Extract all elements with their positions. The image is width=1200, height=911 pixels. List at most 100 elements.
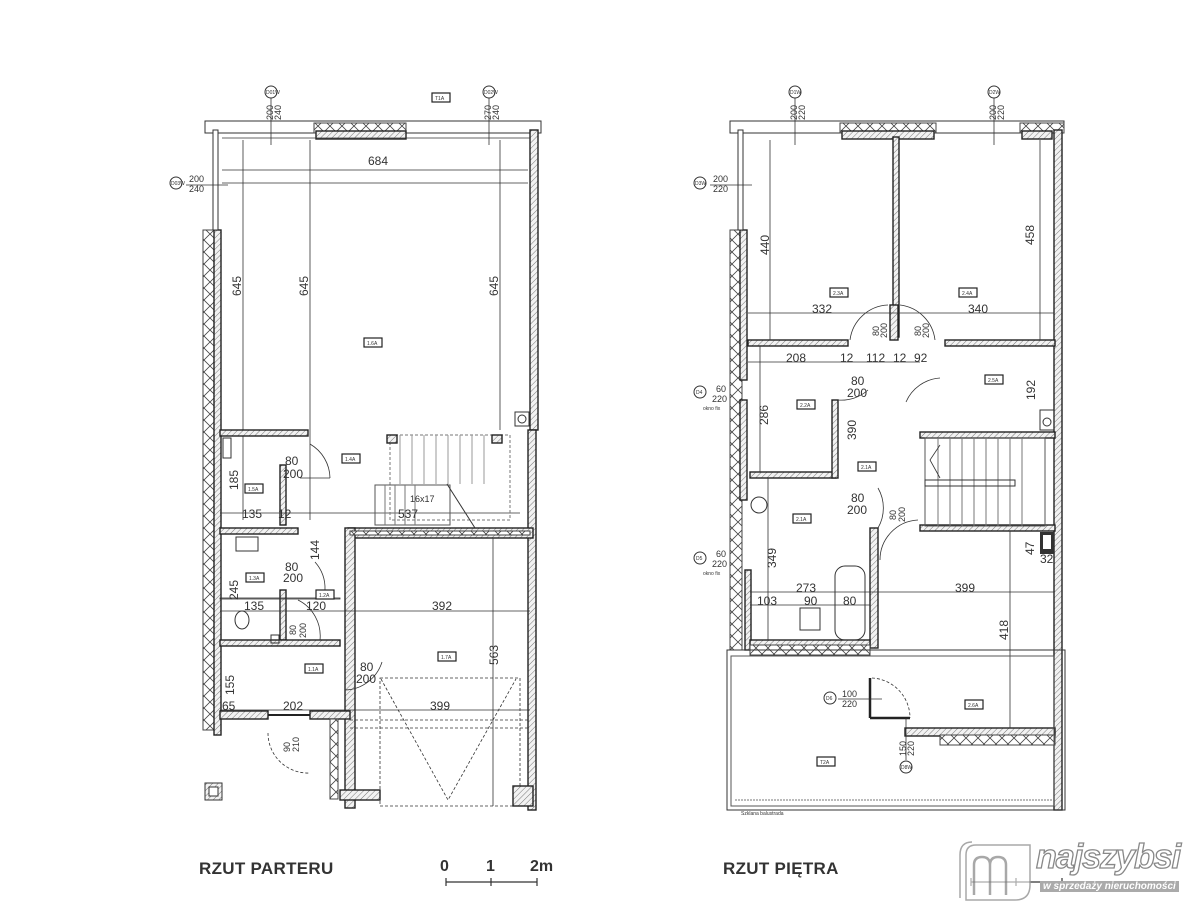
window-w: 200 bbox=[988, 105, 998, 120]
balustrade-label: Szklana balustrada bbox=[741, 811, 784, 817]
window-w: 60 bbox=[716, 549, 726, 559]
window-id: D1W bbox=[790, 90, 801, 96]
room-tag: 1.1A bbox=[308, 667, 319, 673]
scale-label-2m: 2m bbox=[530, 858, 554, 875]
door-w: 90 bbox=[282, 742, 292, 752]
window-id: D01W bbox=[266, 90, 280, 96]
room-tag: 2.3A bbox=[833, 291, 844, 297]
dim-185: 185 bbox=[227, 470, 241, 490]
stairs-count: 16x17 bbox=[410, 494, 435, 504]
dim-135a: 135 bbox=[242, 507, 262, 521]
stairs-ground bbox=[374, 434, 511, 529]
door-w: 80 bbox=[285, 560, 299, 574]
dim-12a: 12 bbox=[840, 351, 854, 365]
ground-floor-title: RZUT PARTERU bbox=[199, 859, 334, 878]
room-tag: 2.5A bbox=[988, 378, 999, 384]
dim-563: 563 bbox=[487, 645, 501, 665]
window-h: 240 bbox=[491, 105, 501, 120]
door-h: 200 bbox=[283, 571, 303, 585]
window-w: 150 bbox=[898, 741, 908, 756]
window-id: D5 bbox=[696, 556, 703, 562]
dim-65: 65 bbox=[222, 699, 236, 713]
window-id: D2W bbox=[989, 90, 1000, 96]
dim-12b: 12 bbox=[893, 351, 907, 365]
door-w: 80 bbox=[851, 491, 865, 505]
window-h: 220 bbox=[906, 741, 916, 756]
ground-window-markers: D01W 200 240 D02W 270 240 D03W 200 240 T… bbox=[169, 85, 501, 194]
door-w: 80 bbox=[285, 454, 299, 468]
door-w: 80 bbox=[888, 510, 898, 520]
window-w: 270 bbox=[483, 105, 493, 120]
window-id: D8W bbox=[901, 765, 912, 771]
window-id: D6 bbox=[826, 696, 833, 702]
stairs-first bbox=[924, 437, 1046, 527]
dim-390: 390 bbox=[845, 420, 859, 440]
dim-440: 440 bbox=[758, 235, 772, 255]
room-tag: 1.2A bbox=[319, 593, 330, 599]
dim-47: 47 bbox=[1023, 541, 1037, 555]
dim-90: 90 bbox=[804, 594, 818, 608]
first-floor-plan bbox=[726, 120, 1066, 811]
room-tag: 1.4A bbox=[345, 457, 356, 463]
dim-155: 155 bbox=[223, 675, 237, 695]
door-h: 200 bbox=[298, 623, 308, 638]
dim-202: 202 bbox=[283, 699, 303, 713]
window-note: okno fix bbox=[703, 406, 721, 412]
room-tag: 2.1A bbox=[796, 517, 807, 523]
dim-32: 32 bbox=[1040, 552, 1054, 566]
ground-room-tags: 1.6A 1.4A 1.5A 1.3A 1.2A 1.7A 1.1A bbox=[244, 337, 457, 674]
room-tag: 2.6A bbox=[968, 703, 979, 709]
window-note: okno fix bbox=[703, 571, 721, 577]
window-h: 220 bbox=[797, 105, 807, 120]
door-h: 200 bbox=[897, 507, 907, 522]
dim-399: 399 bbox=[955, 581, 975, 595]
dim-144: 144 bbox=[308, 540, 322, 560]
watermark-tagline: w sprzedaży nieruchomości bbox=[1040, 881, 1179, 892]
door-w: 80 bbox=[288, 625, 298, 635]
first-room-tags: 2.3A 2.4A 2.5A 2.2A 2.1A 2.1A 2.6A T2A bbox=[792, 287, 1004, 767]
room-tag: 1.5A bbox=[248, 487, 259, 493]
window-h: 220 bbox=[712, 559, 727, 569]
door-w: 80 bbox=[851, 374, 865, 388]
door-w: 80 bbox=[913, 326, 923, 336]
scale-bar bbox=[445, 878, 538, 886]
dim-mid: 645 bbox=[297, 276, 311, 296]
ground-floor-plan bbox=[202, 120, 542, 811]
door-w: 80 bbox=[871, 326, 881, 336]
room-tag: T2A bbox=[820, 760, 830, 766]
dim-135b: 135 bbox=[244, 599, 264, 613]
top-tag: T1A bbox=[435, 96, 445, 102]
dim-width: 684 bbox=[368, 154, 388, 168]
watermark-logo-icon bbox=[959, 841, 1031, 901]
window-h: 220 bbox=[712, 394, 727, 404]
room-tag: 2.2A bbox=[800, 403, 811, 409]
dim-349: 349 bbox=[765, 548, 779, 568]
dim-399: 399 bbox=[430, 699, 450, 713]
window-h: 240 bbox=[189, 184, 204, 194]
window-w: 60 bbox=[716, 384, 726, 394]
window-h: 220 bbox=[842, 699, 857, 709]
door-h: 210 bbox=[291, 737, 301, 752]
window-id: D3W bbox=[695, 181, 706, 187]
door-h: 200 bbox=[921, 323, 931, 338]
window-w: 200 bbox=[789, 105, 799, 120]
dim-392: 392 bbox=[432, 599, 452, 613]
window-id: D03W bbox=[171, 181, 185, 187]
scale-label-0: 0 bbox=[440, 858, 449, 875]
first-dimensions: 440 458 332 340 208 12 112 12 92 192 286… bbox=[757, 225, 1054, 640]
window-w: 200 bbox=[189, 174, 204, 184]
dim-112: 112 bbox=[866, 351, 885, 365]
dim-80: 80 bbox=[843, 594, 857, 608]
ground-dimensions: 684 645 645 645 185 135 12 144 245 135 1… bbox=[222, 154, 501, 752]
dim-418: 418 bbox=[997, 620, 1011, 640]
dim-right: 645 bbox=[487, 276, 501, 296]
room-tag: 1.3A bbox=[249, 576, 260, 582]
first-floor-title: RZUT PIĘTRA bbox=[723, 859, 839, 878]
dim-120: 120 bbox=[306, 599, 326, 613]
door-w: 80 bbox=[360, 660, 374, 674]
dim-458: 458 bbox=[1023, 225, 1037, 245]
door-h: 200 bbox=[879, 323, 889, 338]
room-tag: 2.1A bbox=[861, 465, 872, 471]
watermark-brand: najszybsi bbox=[1035, 837, 1181, 876]
dim-103: 103 bbox=[757, 594, 777, 608]
